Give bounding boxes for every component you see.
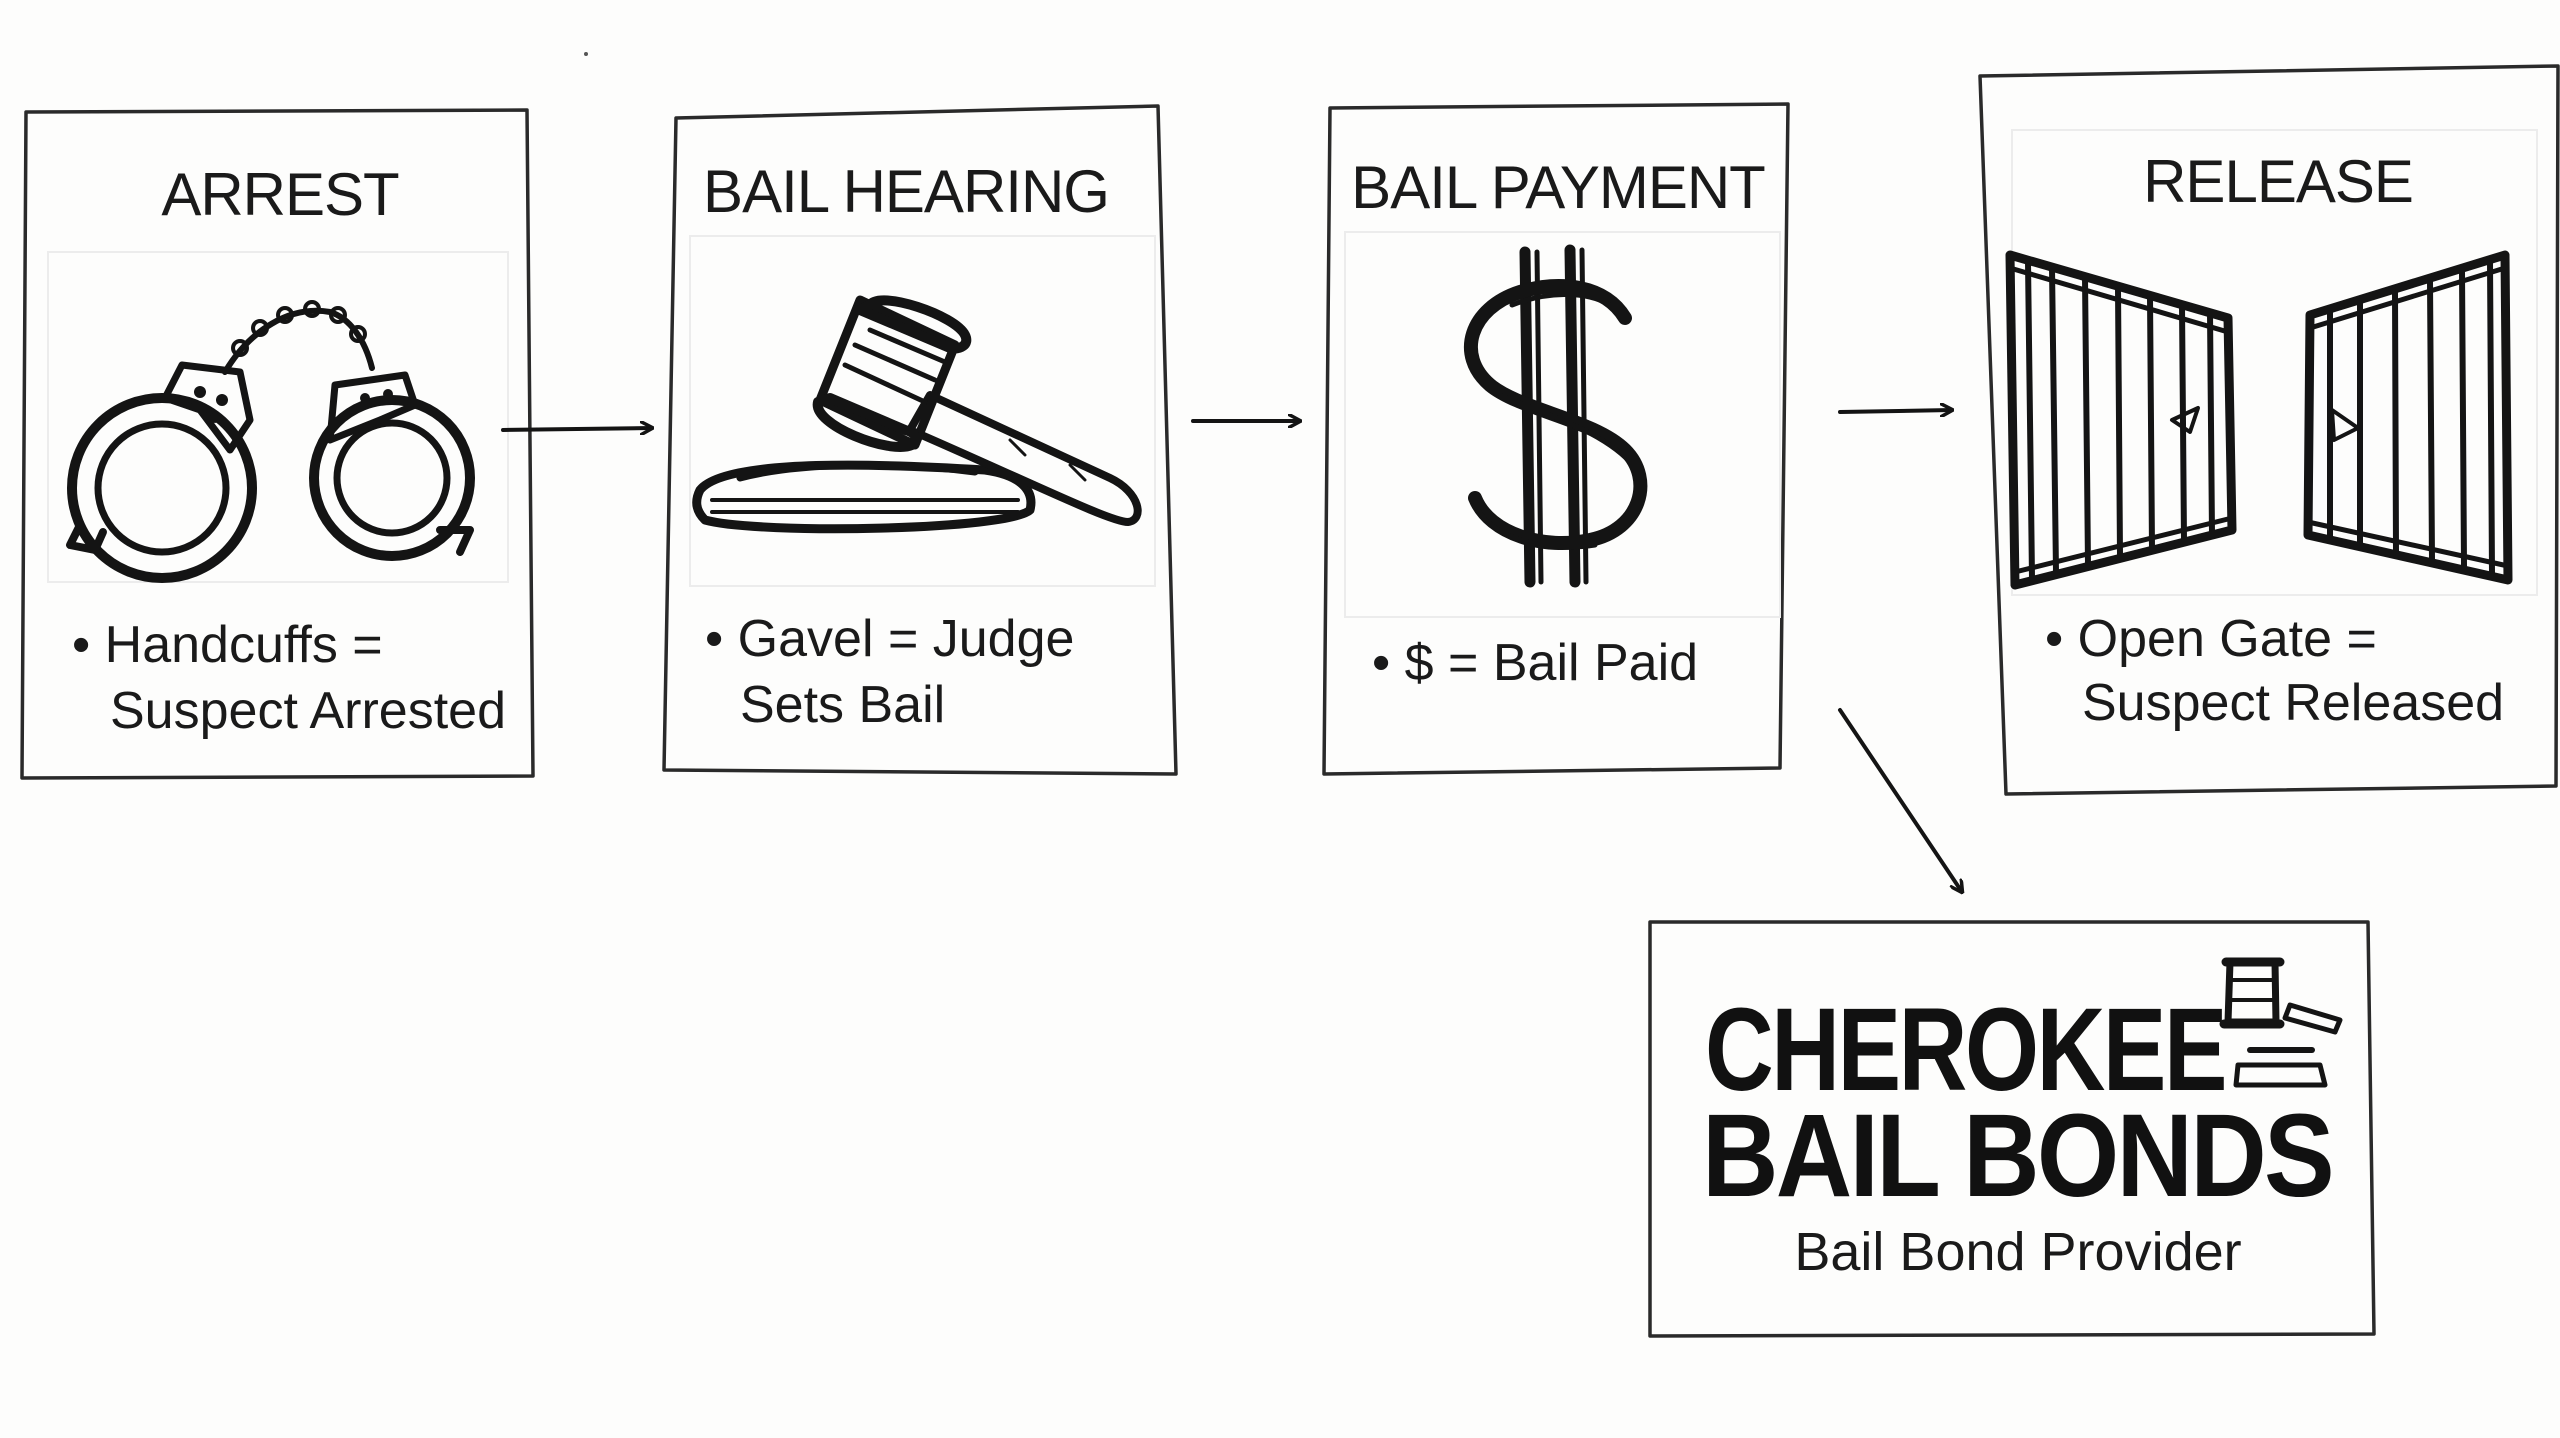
step-caption: • Open Gate = Suspect Released <box>2045 610 2504 732</box>
step-caption: • Gavel = Judge Sets Bail <box>705 610 1089 734</box>
caption-line-1: • Handcuffs = <box>72 616 383 674</box>
pencil-speck <box>584 52 588 56</box>
card-frame <box>1978 64 2560 796</box>
provider-subtitle: Bail Bond Provider <box>1794 1222 2241 1282</box>
step-caption: • Handcuffs = Suspect Arrested <box>72 616 506 740</box>
caption-line-2: Sets Bail <box>740 676 945 734</box>
provider-gavel-icon <box>2219 957 2343 1088</box>
open-gate-icon <box>2005 250 2513 590</box>
flow-arrow-to-provider <box>1838 708 1962 892</box>
step-card-release: RELEASE • Open Gate = Suspect Released <box>1978 64 2560 796</box>
card-inner-panel <box>1344 231 1781 618</box>
flow-arrow-arrest-to-hearing <box>501 428 652 430</box>
provider-name-line-1: CHEROKEE <box>1705 984 2225 1116</box>
provider-name-line-2: BAIL BONDS <box>1702 1090 2332 1222</box>
flow-arrow-payment-to-release <box>1838 410 1952 412</box>
caption-line-2: Suspect Released <box>2082 674 2504 732</box>
card-frame <box>20 108 535 780</box>
caption-line-1: • $ = Bail Paid <box>1372 634 1698 692</box>
dollar-icon <box>1463 244 1648 588</box>
step-title: BAIL HEARING <box>703 158 1109 225</box>
step-card-bail-hearing: BAIL HEARING • Gavel = Judge Sets Bail <box>662 104 1178 776</box>
step-card-arrest: ARREST • Handcuf <box>20 108 535 780</box>
card-frame <box>1322 102 1790 776</box>
handcuffs-icon <box>66 300 475 583</box>
gavel-icon <box>692 295 1142 534</box>
provider-frame <box>1648 920 2376 1338</box>
card-inner-panel <box>689 235 1156 587</box>
step-title: RELEASE <box>2143 148 2413 215</box>
provider-card: CHEROKEE BAIL BONDS Bail Bond Provider <box>1648 920 2376 1338</box>
caption-line-1: • Gavel = Judge <box>705 610 1074 668</box>
card-inner-panel <box>47 251 509 583</box>
step-caption: • $ = Bail Paid <box>1372 634 1698 692</box>
step-title: ARREST <box>161 161 399 228</box>
caption-line-2: Suspect Arrested <box>110 682 506 740</box>
caption-line-1: • Open Gate = <box>2045 610 2377 668</box>
step-title: BAIL PAYMENT <box>1351 154 1765 221</box>
step-card-bail-payment: BAIL PAYMENT • $ = Bail Paid <box>1322 102 1790 776</box>
